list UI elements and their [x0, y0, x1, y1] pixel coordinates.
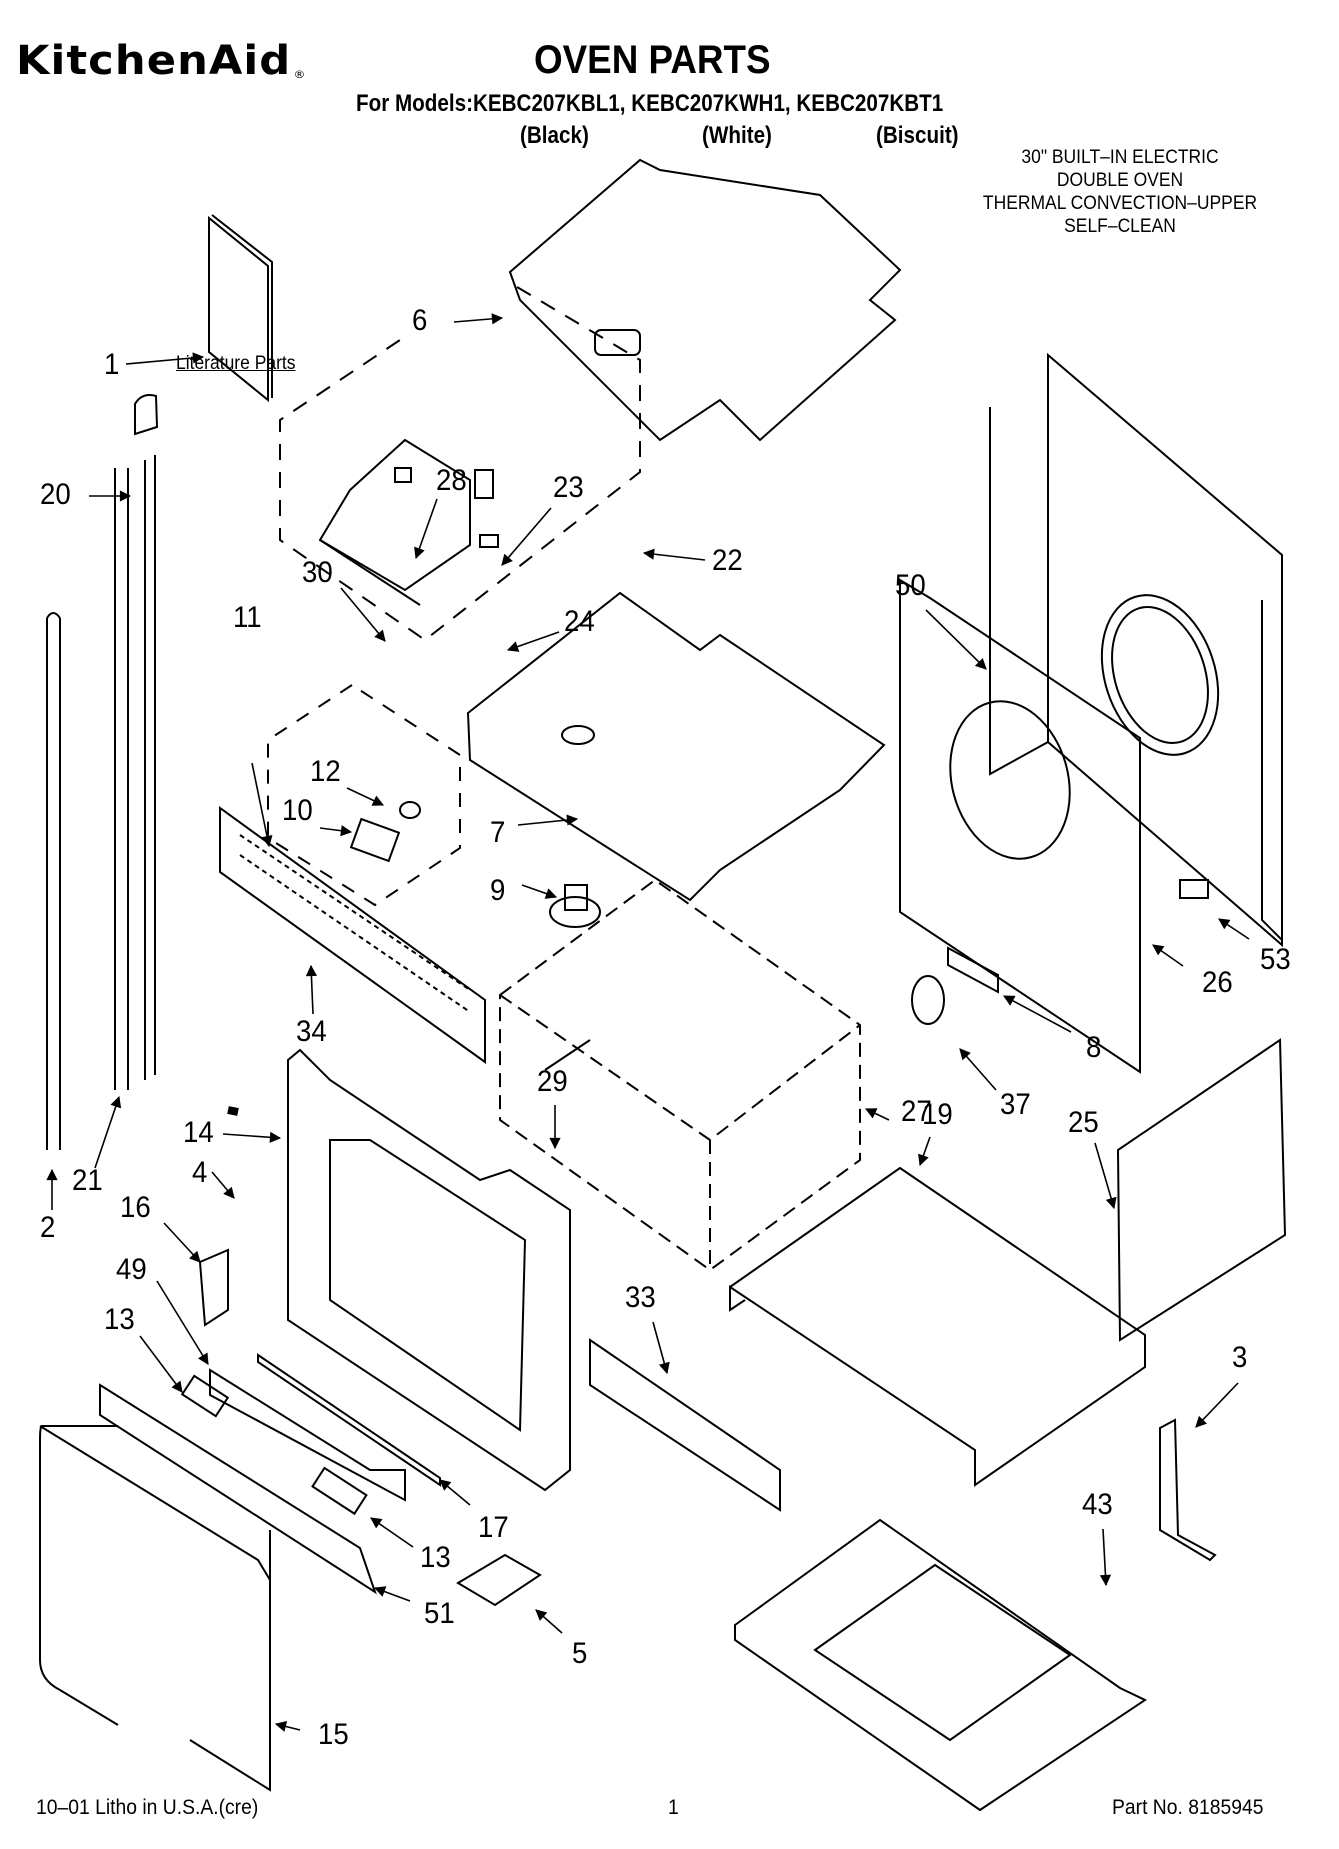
part-label-5: 5 [572, 1637, 588, 1670]
part-11-assembly-outline [267, 683, 461, 907]
registered-mark: ® [293, 68, 307, 81]
color-black: (Black) [520, 122, 589, 149]
part-28-switch [394, 467, 412, 483]
part-label-16: 16 [120, 1191, 151, 1224]
part-label-17: 17 [478, 1511, 509, 1544]
models-line: For Models:KEBC207KBL1, KEBC207KWH1, KEB… [356, 90, 944, 117]
part-label-11: 11 [233, 601, 262, 634]
part-label-21: 21 [72, 1164, 103, 1197]
part-label-7: 7 [490, 816, 506, 849]
part-6-opening [594, 329, 641, 356]
part-16-hinge-receiver [198, 1248, 229, 1327]
part-26-fan-shroud [899, 578, 1141, 1074]
part-8-block [947, 946, 999, 994]
part-literature-booklet [208, 214, 273, 403]
part-30-bracket [318, 438, 471, 606]
part-label-33: 33 [625, 1281, 656, 1314]
part-7-top-panel [466, 591, 886, 902]
part-4-screw [227, 1106, 239, 1116]
part-label-12: 12 [310, 755, 341, 788]
part-label-14: 14 [183, 1116, 214, 1149]
part-label-3: 3 [1232, 1341, 1248, 1374]
page-number: 1 [668, 1796, 679, 1819]
part-24-switch [479, 534, 499, 548]
part-34-vent-grille [219, 806, 486, 1064]
leader-lines [46, 313, 1250, 1732]
color-white: (White) [702, 122, 772, 149]
part-29-sensor [544, 1039, 591, 1071]
part-label-1: 1 [104, 348, 120, 381]
part-label-2: 2 [40, 1211, 56, 1244]
part-9-fan [549, 884, 601, 928]
part-49-insulation [209, 1368, 406, 1502]
part-label-24: 24 [564, 605, 595, 638]
part-label-13-b: 13 [420, 1541, 451, 1574]
part-19-bottom-panel [729, 1166, 1146, 1487]
part-label-28: 28 [436, 464, 467, 497]
footer-part-number: Part No. 8185945 [1112, 1796, 1264, 1819]
part-23-lock [474, 469, 494, 499]
part-25-side-panel [1116, 1038, 1287, 1342]
brand-name: KitchenAid [16, 38, 292, 84]
part-label-20: 20 [40, 478, 71, 511]
part-label-6: 6 [412, 304, 428, 337]
part-50-rear-panel [989, 352, 1283, 948]
part-5-bracket [456, 1553, 542, 1607]
part-label-8: 8 [1086, 1031, 1102, 1064]
part-43-bottom-tray [734, 1518, 1148, 1812]
color-biscuit: (Biscuit) [876, 122, 959, 149]
part-label-4: 4 [192, 1156, 208, 1189]
part-7-hole [561, 725, 595, 745]
part-label-26: 26 [1202, 966, 1233, 999]
kitchenaid-logo: KitchenAid® [16, 38, 306, 84]
part-20-cap [134, 394, 159, 436]
description-line: 30" BUILT–IN ELECTRIC [1021, 147, 1219, 168]
part-15-door-gasket [39, 1425, 271, 1792]
part-12-bulb [399, 801, 421, 819]
part-label-51: 51 [424, 1597, 455, 1630]
part-label-9: 9 [490, 874, 506, 907]
part-label-27: 27 [901, 1095, 932, 1128]
part-label-30: 30 [302, 556, 333, 589]
part-14-front-frame [287, 1048, 571, 1492]
part-27-oven-cavity [499, 878, 861, 1272]
part-33-rail [589, 1338, 781, 1512]
part-13-block-2 [311, 1466, 368, 1516]
description-line: SELF–CLEAN [1064, 216, 1176, 237]
part-label-50: 50 [895, 569, 926, 602]
part-label-25: 25 [1068, 1106, 1099, 1139]
part-22-assembly-outline [279, 286, 641, 642]
part-37-thermostat [911, 975, 945, 1025]
oven-description: 30" BUILT–IN ELECTRIC DOUBLE OVEN THERMA… [945, 146, 1295, 238]
part-2-trim [46, 612, 61, 1150]
part-label-34: 34 [296, 1015, 327, 1048]
part-53-bracket [1179, 879, 1209, 899]
part-label-43: 43 [1082, 1488, 1113, 1521]
part-label-53: 53 [1260, 943, 1291, 976]
footer-litho: 10–01 Litho in U.S.A.(cre) [36, 1796, 259, 1819]
part-label-23: 23 [553, 471, 584, 504]
part-label-19: 19 [922, 1098, 953, 1131]
part-label-37: 37 [1000, 1088, 1031, 1121]
part-13-block [180, 1374, 230, 1418]
part-21-trim [114, 455, 156, 1090]
part-3-hinge-bracket [1159, 1418, 1217, 1562]
part-label-10: 10 [282, 794, 313, 827]
part-label-13: 13 [104, 1303, 135, 1336]
part-6-top-shield [508, 158, 902, 442]
part-10-lens [349, 817, 401, 863]
part-label-29: 29 [537, 1065, 568, 1098]
part-label-15: 15 [318, 1718, 349, 1751]
part-17-trim-strip [257, 1353, 441, 1487]
literature-parts-label: Literature Parts [176, 353, 296, 374]
description-line: THERMAL CONVECTION–UPPER [982, 193, 1258, 214]
part-label-49: 49 [116, 1253, 147, 1286]
part-label-22: 22 [712, 544, 743, 577]
page-title: OVEN PARTS [534, 38, 771, 82]
description-line: DOUBLE OVEN [1056, 170, 1184, 191]
